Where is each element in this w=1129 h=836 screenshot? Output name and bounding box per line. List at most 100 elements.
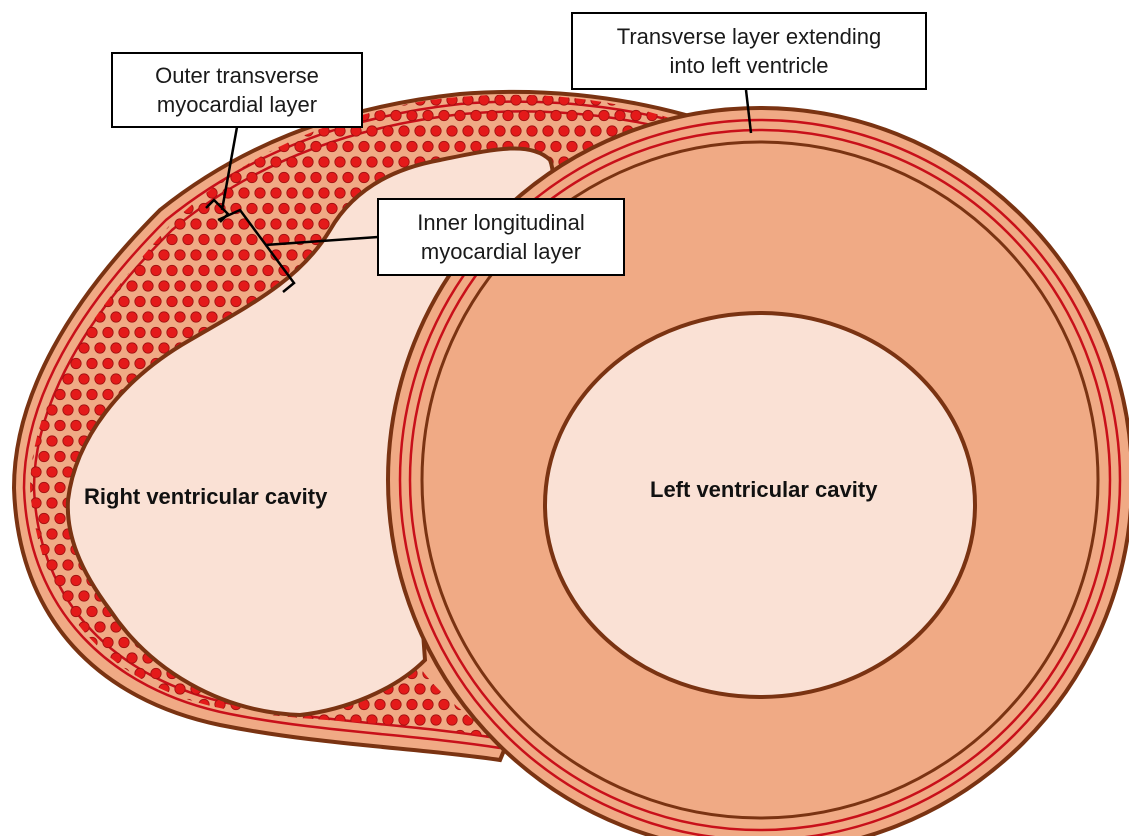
fiber-dot xyxy=(191,312,201,322)
fiber-dot xyxy=(287,157,297,167)
fiber-dot xyxy=(279,203,289,213)
fiber-dot xyxy=(359,141,369,151)
fiber-dot xyxy=(47,405,57,415)
fiber-dot xyxy=(55,389,65,399)
fiber-dot xyxy=(15,188,25,198)
fiber-dot xyxy=(79,715,89,725)
fiber-dot xyxy=(151,668,161,678)
fiber-dot xyxy=(183,265,193,275)
fiber-dot xyxy=(199,730,209,740)
fiber-dot xyxy=(343,172,353,182)
fiber-dot xyxy=(127,653,137,663)
fiber-dot xyxy=(47,498,57,508)
fiber-dot xyxy=(31,467,41,477)
fiber-dot xyxy=(87,730,97,740)
fiber-dot xyxy=(55,699,65,709)
fiber-dot xyxy=(47,281,57,291)
fiber-dot xyxy=(63,188,73,198)
fiber-dot xyxy=(71,172,81,182)
fiber-dot xyxy=(367,126,377,136)
fiber-dot xyxy=(295,141,305,151)
fiber-dot xyxy=(55,513,65,523)
fiber-dot xyxy=(31,684,41,694)
fiber-dot xyxy=(55,141,65,151)
fiber-dot xyxy=(111,746,121,756)
fiber-dot xyxy=(319,157,329,167)
fiber-dot xyxy=(71,668,81,678)
fiber-dot xyxy=(55,234,65,244)
fiber-dot xyxy=(527,126,537,136)
fiber-dot xyxy=(383,157,393,167)
fiber-dot xyxy=(191,281,201,291)
fiber-dot xyxy=(79,405,89,415)
fiber-dot xyxy=(63,95,73,105)
fiber-dot xyxy=(87,327,97,337)
fiber-dot xyxy=(39,110,49,120)
fiber-dot xyxy=(79,746,89,756)
fiber-dot xyxy=(263,203,273,213)
fiber-dot xyxy=(175,157,185,167)
fiber-dot xyxy=(191,157,201,167)
fiber-dot xyxy=(231,172,241,182)
fiber-dot xyxy=(479,95,489,105)
fiber-dot xyxy=(95,715,105,725)
fiber-dot xyxy=(55,451,65,461)
fiber-dot xyxy=(95,622,105,632)
fiber-dot xyxy=(223,281,233,291)
fiber-dot xyxy=(47,560,57,570)
fiber-dot xyxy=(575,126,585,136)
fiber-dot xyxy=(23,141,33,151)
fiber-dot xyxy=(39,203,49,213)
fiber-dot xyxy=(55,482,65,492)
fiber-dot xyxy=(23,699,33,709)
fiber-dot xyxy=(167,141,177,151)
fiber-dot xyxy=(439,699,449,709)
fiber-dot xyxy=(519,110,529,120)
fiber-dot xyxy=(119,358,129,368)
fiber-dot xyxy=(543,95,553,105)
fiber-dot xyxy=(55,668,65,678)
fiber-dot xyxy=(79,157,89,167)
fiber-dot xyxy=(47,684,57,694)
fiber-dot xyxy=(399,157,409,167)
fiber-dot xyxy=(327,203,337,213)
fiber-dot xyxy=(103,389,113,399)
fiber-dot xyxy=(127,157,137,167)
fiber-dot xyxy=(87,389,97,399)
fiber-dot xyxy=(287,219,297,229)
fiber-dot xyxy=(215,141,225,151)
fiber-dot xyxy=(175,312,185,322)
fiber-dot xyxy=(263,172,273,182)
fiber-dot xyxy=(15,250,25,260)
fiber-dot xyxy=(423,141,433,151)
fiber-dot xyxy=(55,296,65,306)
fiber-dot xyxy=(303,188,313,198)
fiber-dot xyxy=(47,653,57,663)
fiber-dot xyxy=(719,95,729,105)
fiber-dot xyxy=(231,234,241,244)
fiber-dot xyxy=(63,436,73,446)
fiber-dot xyxy=(31,498,41,508)
fiber-dot xyxy=(631,110,641,120)
fiber-dot xyxy=(127,281,137,291)
fiber-dot xyxy=(159,157,169,167)
fiber-dot xyxy=(15,281,25,291)
fiber-dot xyxy=(295,172,305,182)
fiber-dot xyxy=(79,684,89,694)
fiber-dot xyxy=(615,110,625,120)
fiber-dot xyxy=(63,684,73,694)
fiber-dot xyxy=(183,141,193,151)
fiber-dot xyxy=(599,110,609,120)
fiber-dot xyxy=(287,250,297,260)
fiber-dot xyxy=(31,715,41,725)
fiber-dot xyxy=(247,234,257,244)
fiber-dot xyxy=(167,265,177,275)
fiber-dot xyxy=(87,110,97,120)
fiber-dot xyxy=(111,157,121,167)
fiber-dot xyxy=(47,126,57,136)
fiber-dot xyxy=(71,110,81,120)
fiber-dot xyxy=(15,126,25,136)
fiber-dot xyxy=(87,234,97,244)
fiber-dot xyxy=(239,746,249,756)
fiber-dot xyxy=(239,281,249,291)
